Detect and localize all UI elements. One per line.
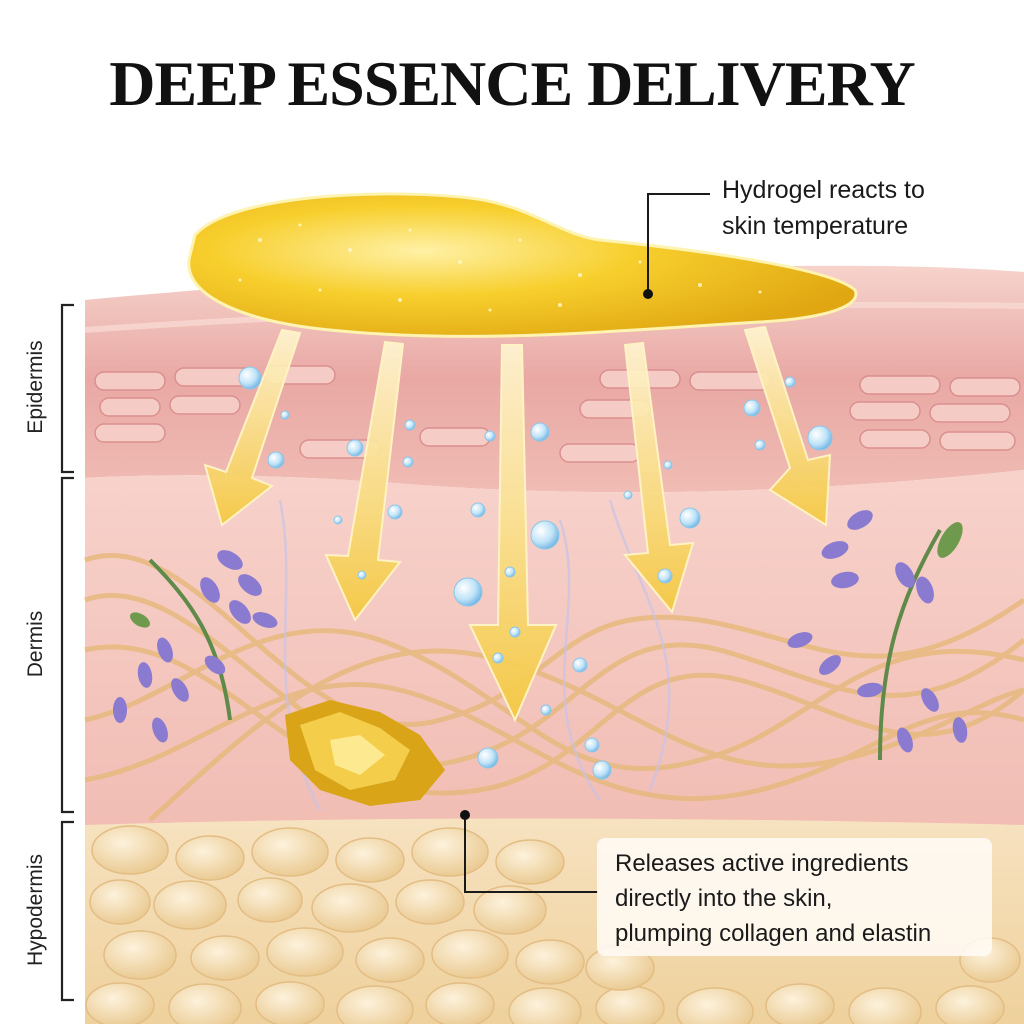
- layer-label-epidermis: Epidermis: [24, 340, 47, 434]
- flower-cluster-left: [113, 550, 278, 743]
- hypodermis-layer: [85, 818, 1024, 1024]
- callout-lines: [464, 193, 710, 893]
- callout-hydrogel: Hydrogel reacts to skin temperature: [722, 172, 1012, 244]
- callout-release-line-2: directly into the skin,: [615, 885, 833, 912]
- callout-dot-top: [643, 289, 653, 299]
- callout-hydrogel-line-2: skin temperature: [722, 212, 909, 240]
- flower-cluster-right: [787, 510, 968, 761]
- arrow-5: [743, 325, 832, 527]
- callout-release-line-3: plumping collagen and elastin: [615, 920, 932, 947]
- dermis-layer: [84, 470, 1024, 825]
- callout-release-line-1: Releases active ingredients: [615, 850, 909, 877]
- arrow-2: [324, 340, 405, 622]
- callout-release: Releases active ingredients directly int…: [597, 838, 992, 956]
- layer-brackets: [60, 303, 74, 1002]
- arrow-3: [468, 344, 558, 723]
- layer-label-dermis: Dermis: [24, 610, 47, 678]
- callout-dot-bottom: [460, 810, 470, 820]
- hydrogel-patch: [187, 192, 858, 338]
- page-title: DEEP ESSENCE DELIVERY: [109, 48, 915, 119]
- penetration-arrows: [203, 325, 832, 723]
- arrow-1: [203, 328, 302, 527]
- gold-flakes: [285, 700, 445, 806]
- moisture-bubbles: [238, 366, 833, 780]
- callout-hydrogel-line-1: Hydrogel reacts to: [722, 176, 925, 204]
- layer-label-hypodermis: Hypodermis: [24, 853, 47, 967]
- arrow-4: [623, 341, 695, 615]
